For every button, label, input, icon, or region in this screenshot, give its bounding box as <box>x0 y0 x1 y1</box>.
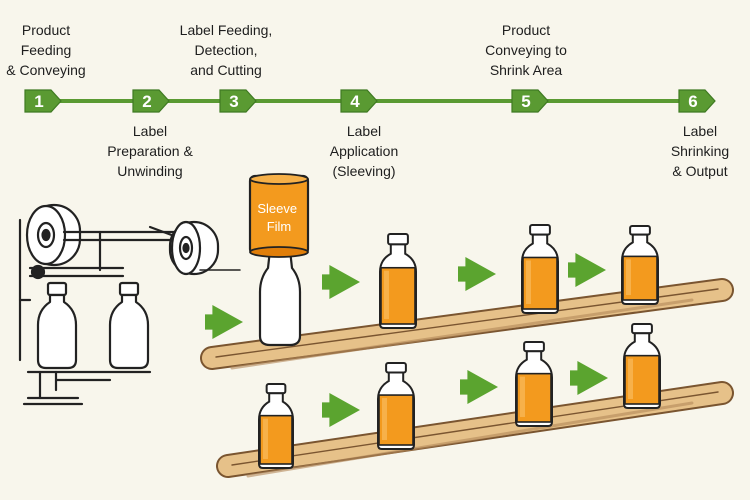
step-label-5: Product Conveying to Shrink Area <box>485 22 567 78</box>
step-label-2: Label Preparation & Unwinding <box>107 123 193 179</box>
chevron-arrow-icon <box>678 89 716 113</box>
step-number: 2 <box>142 92 151 111</box>
labeled-bottle-icon <box>621 225 659 305</box>
green-right-arrow-icon <box>458 257 496 291</box>
labeled-bottles <box>258 224 661 469</box>
chevron-arrow-icon <box>24 89 62 113</box>
step-marker-6: 6 <box>678 89 716 113</box>
empty-bottle-icon <box>108 281 150 370</box>
sleeve-film-label: Sleeve Film <box>257 201 300 234</box>
step-marker-5: 5 <box>511 89 549 113</box>
labeled-bottle-icon <box>521 224 559 314</box>
labeling-machine <box>18 203 241 406</box>
step-marker-1: 1 <box>24 89 62 113</box>
green-right-arrow-icon <box>205 305 243 339</box>
chevron-arrow-icon <box>340 89 378 113</box>
flow-arrows <box>205 253 608 427</box>
labeled-bottle-icon <box>258 383 294 469</box>
labeled-bottle-icon <box>379 233 417 329</box>
step-number: 4 <box>350 92 360 111</box>
step-marker-3: 3 <box>219 89 257 113</box>
green-right-arrow-icon <box>322 265 360 299</box>
green-right-arrow-icon <box>570 361 608 395</box>
chevron-arrow-icon <box>219 89 257 113</box>
step-number: 1 <box>34 92 43 111</box>
green-right-arrow-icon <box>568 253 606 287</box>
chevron-arrow-icon <box>132 89 170 113</box>
sleeve-station: Sleeve Film <box>248 173 310 347</box>
chevron-arrow-icon <box>511 89 549 113</box>
empty-bottle-icon <box>36 281 78 370</box>
white-bottle-icon <box>258 248 302 347</box>
step-label-6: Label Shrinking & Output <box>670 123 730 179</box>
step-label-1: Product Feeding & Conveying <box>6 22 86 78</box>
step-label-3: Label Feeding, Detection, and Cutting <box>179 22 273 78</box>
step-label-4: Label Application (Sleeving) <box>329 123 399 179</box>
process-timeline: 1 2 3 4 5 6 <box>24 89 716 113</box>
film-reel-large-icon <box>25 203 82 267</box>
step-marker-4: 4 <box>340 89 378 113</box>
step-marker-2: 2 <box>132 89 170 113</box>
step-number: 6 <box>688 92 697 111</box>
sleeve-film-icon: Sleeve Film <box>248 173 310 258</box>
film-reel-small-icon <box>168 220 220 276</box>
green-right-arrow-icon <box>322 393 360 427</box>
labeled-bottle-icon <box>377 362 415 450</box>
labeled-bottle-icon <box>623 323 661 409</box>
labeled-bottle-icon <box>515 341 553 427</box>
green-right-arrow-icon <box>460 370 498 404</box>
step-number: 5 <box>521 92 530 111</box>
step-number: 3 <box>229 92 238 111</box>
